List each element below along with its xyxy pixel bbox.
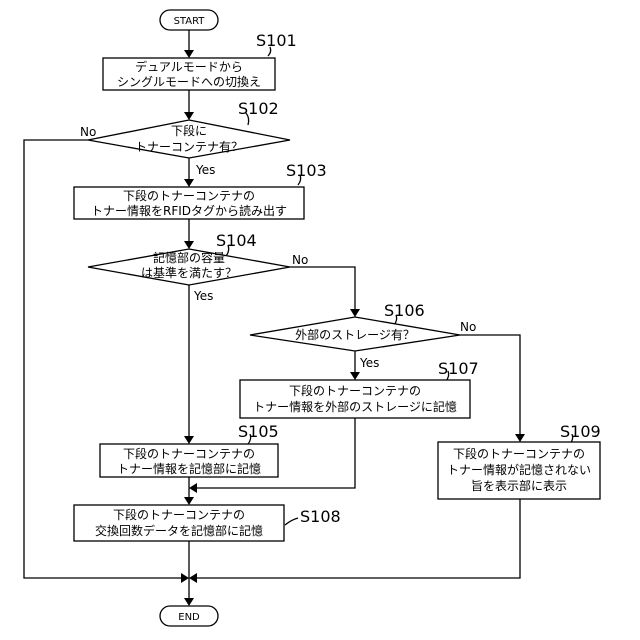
s108-line-2: 交換回数データを記憶部に記憶 [95, 523, 263, 538]
start-label: START [174, 16, 206, 27]
s104-id: S104 [216, 231, 257, 250]
s107-line-1: 下段のトナーコンテナの [289, 383, 421, 398]
s104-line-1: 記憶部の容量 [153, 250, 225, 265]
s101-id: S101 [256, 31, 297, 50]
s101-line-1: デュアルモードから [135, 59, 243, 74]
decision-s102: 下段に トナーコンテナ有？ S102 No Yes [80, 99, 290, 177]
s105-line-1: 下段のトナーコンテナの [123, 446, 255, 461]
s103-id: S103 [286, 161, 327, 180]
end-label: END [178, 612, 200, 623]
step-s108: 下段のトナーコンテナの 交換回数データを記憶部に記憶 S108 [74, 505, 341, 541]
s108-id: S108 [300, 507, 341, 526]
s109-line-2: トナー情報が記憶されない [447, 462, 591, 477]
step-s101: デュアルモードから シングルモードへの切換え S101 [103, 31, 297, 90]
s104-no-label: No [292, 253, 308, 267]
s108-line-1: 下段のトナーコンテナの [113, 507, 245, 522]
s109-line-3: 旨を表示部に表示 [471, 478, 567, 493]
s107-id: S107 [438, 359, 479, 378]
s107-line-2: トナー情報を外部のストレージに記憶 [253, 399, 457, 414]
end-terminal: END [160, 606, 218, 626]
s102-line-2: トナーコンテナ有？ [135, 140, 243, 154]
s106-line-1: 外部のストレージ有？ [295, 327, 415, 342]
s102-no-label: No [80, 125, 96, 139]
s106-id: S106 [384, 301, 425, 320]
s106-yes-label: Yes [359, 356, 379, 370]
s104-line-2: は基準を満たす？ [141, 265, 237, 280]
s106-no-label: No [460, 320, 476, 334]
decision-s104: 記憶部の容量 は基準を満たす？ S104 No Yes [88, 231, 308, 303]
s105-id: S105 [238, 422, 279, 441]
start-terminal: START [160, 10, 218, 30]
s102-yes-label: Yes [195, 163, 215, 177]
s109-line-1: 下段のトナーコンテナの [453, 446, 585, 461]
s102-line-1: 下段に [171, 123, 207, 138]
s103-line-2: トナー情報をRFIDタグから読み出す [91, 203, 287, 218]
s104-yes-label: Yes [193, 289, 213, 303]
s101-line-2: シングルモードへの切換え [117, 75, 261, 89]
s105-line-2: トナー情報を記憶部に記憶 [117, 461, 261, 476]
s103-line-1: 下段のトナーコンテナの [123, 188, 255, 203]
s109-id: S109 [560, 422, 601, 441]
s102-id: S102 [238, 99, 279, 118]
